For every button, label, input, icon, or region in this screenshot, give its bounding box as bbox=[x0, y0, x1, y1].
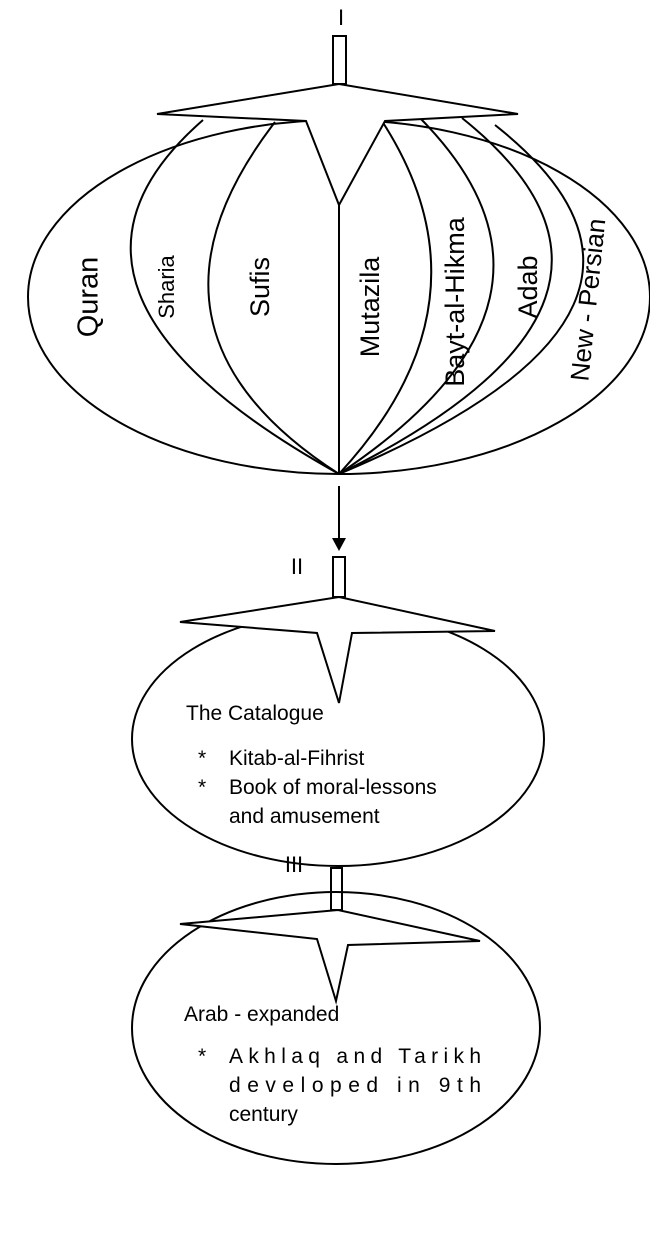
stage-3-line-3: century bbox=[229, 1103, 298, 1126]
stage-3-numeral: III bbox=[285, 852, 303, 877]
stage-2-bullet-2: Book of moral-lessons bbox=[229, 776, 437, 799]
stage-1-lobe-line-1 bbox=[129, 119, 340, 475]
stage-1-numeral: I bbox=[338, 5, 344, 30]
stage-3-line-2: developed in 9th bbox=[229, 1074, 481, 1097]
stage-3-lantern bbox=[131, 867, 541, 1165]
segment-label-sharia: Sharia bbox=[154, 254, 179, 318]
stage-3-stem bbox=[330, 867, 343, 911]
segment-label-quran: Quran bbox=[73, 257, 105, 338]
stage-3-heading: Arab - expanded bbox=[184, 1003, 339, 1026]
segment-label-adab: Adab bbox=[513, 255, 543, 318]
segment-label-mutazila: Mutazila bbox=[355, 256, 385, 358]
stage-2-lantern bbox=[131, 556, 545, 867]
stage-3-line-1: Akhlaq and Tarikh bbox=[229, 1045, 481, 1068]
stage-1-lobe-line-3 bbox=[338, 117, 433, 475]
stage-1-lobe-line-6 bbox=[338, 124, 585, 475]
segment-label-new-persian: New - Persian bbox=[564, 217, 611, 383]
stage-2-bullet-2-marker: * bbox=[198, 776, 206, 799]
stage-2-numeral: II bbox=[291, 554, 303, 579]
stage-1-cap bbox=[156, 82, 519, 208]
stage-1-stem bbox=[332, 35, 347, 85]
stage-2-stem bbox=[332, 556, 346, 598]
stage-1-lobe-line-2 bbox=[207, 121, 340, 475]
stage-3-bullet-marker: * bbox=[198, 1045, 206, 1068]
segment-label-bayt-al-hikma: Bayt-al-Hikma bbox=[440, 216, 470, 387]
arrow-stage-1-to-2 bbox=[332, 486, 346, 551]
stage-3-ellipse bbox=[131, 891, 541, 1165]
stage-2-bullet-1: Kitab-al-Fihrist bbox=[229, 747, 365, 770]
stage-1-lantern bbox=[27, 35, 650, 475]
stage-2-heading: The Catalogue bbox=[186, 702, 324, 725]
stage-3-cap bbox=[179, 908, 481, 1005]
stage-1-lobe-line-4 bbox=[338, 117, 495, 475]
stage-1-lobe-line-5 bbox=[338, 117, 553, 475]
stage-2-bullet-2-continuation: and amusement bbox=[229, 805, 380, 828]
segment-label-sufis: Sufis bbox=[245, 257, 275, 317]
stage-2-bullet-1-marker: * bbox=[198, 747, 206, 770]
stage-2-cap bbox=[179, 595, 496, 704]
